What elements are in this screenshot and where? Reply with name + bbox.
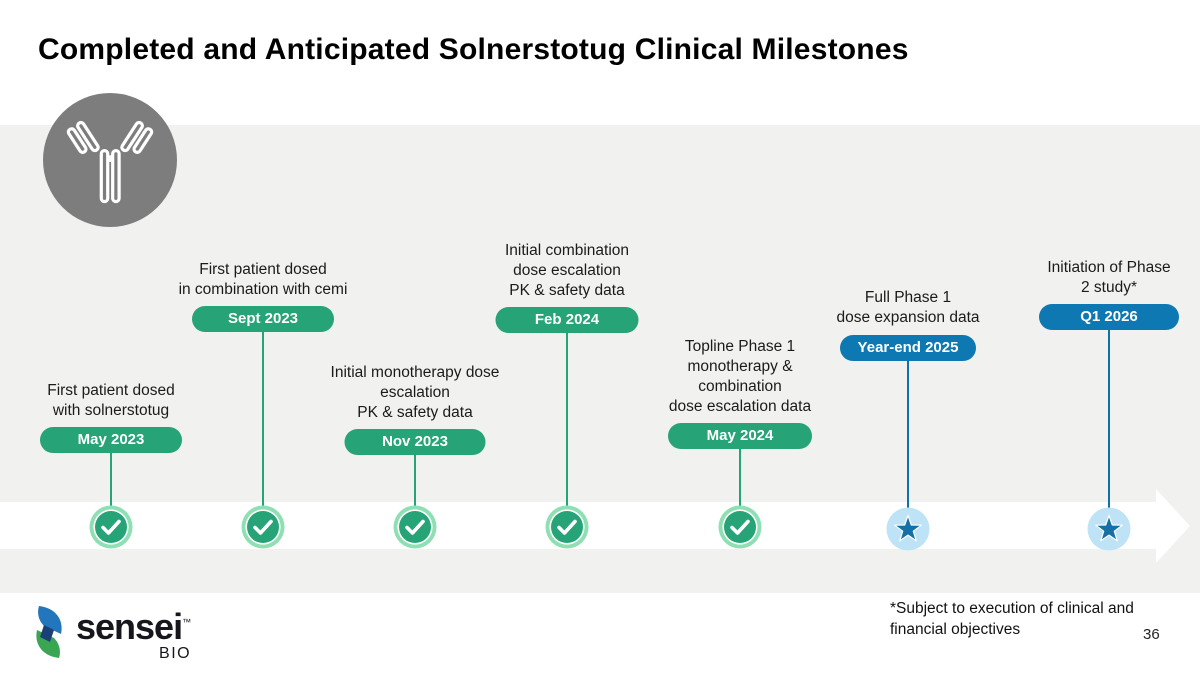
milestone-connector xyxy=(262,332,264,527)
milestone-marker xyxy=(393,505,437,549)
sensei-bio-logo: sensei™ BIO xyxy=(30,604,191,662)
milestone-connector xyxy=(566,333,568,527)
milestone-label: Initial monotherapy dose escalation PK &… xyxy=(330,364,500,421)
milestone-connector xyxy=(739,449,741,527)
milestone-label: Topline Phase 1 monotherapy & combinatio… xyxy=(668,338,812,415)
milestone-marker xyxy=(241,505,285,549)
milestone-marker xyxy=(718,505,762,549)
logo-tm: ™ xyxy=(182,617,192,627)
star-icon xyxy=(1087,507,1131,551)
milestone-connector xyxy=(907,361,909,529)
check-icon xyxy=(393,505,437,549)
sensei-logo-mark xyxy=(36,606,62,658)
logo-text: sensei™ BIO xyxy=(76,604,191,662)
milestone-label: Full Phase 1 dose expansion data xyxy=(836,289,980,326)
check-icon xyxy=(545,505,589,549)
milestone-marker xyxy=(886,507,930,551)
milestone-date-pill: Year-end 2025 xyxy=(840,335,976,361)
milestone-date-pill: Nov 2023 xyxy=(344,429,486,455)
milestone-date-pill: May 2023 xyxy=(40,427,182,453)
timeline-arrow-head xyxy=(1156,489,1190,563)
milestone-label: Initial combination dose escalation PK &… xyxy=(504,242,630,299)
milestone-label: First patient dosed with solnerstotug xyxy=(47,382,175,419)
milestone-date-pill: Sept 2023 xyxy=(192,306,334,332)
milestone-connector xyxy=(110,453,112,527)
page-title: Completed and Anticipated Solnerstotug C… xyxy=(38,33,909,66)
milestone-label: Initiation of Phase 2 study* xyxy=(1047,259,1171,296)
milestone-label: First patient dosed in combination with … xyxy=(178,261,348,298)
milestone-connector xyxy=(414,455,416,527)
footnote: *Subject to execution of clinical and fi… xyxy=(890,600,1134,638)
milestone-date-pill: May 2024 xyxy=(668,423,812,449)
milestone-marker xyxy=(545,505,589,549)
antibody-icon xyxy=(66,120,154,204)
milestone-date-pill: Feb 2024 xyxy=(495,307,639,333)
antibody-badge xyxy=(43,93,177,227)
logo-suffix: BIO xyxy=(159,645,192,662)
star-icon xyxy=(886,507,930,551)
milestone-connector xyxy=(1108,330,1110,529)
check-icon xyxy=(241,505,285,549)
check-icon xyxy=(718,505,762,549)
milestone-marker xyxy=(89,505,133,549)
milestone-marker xyxy=(1087,507,1131,551)
logo-brand: sensei™ xyxy=(76,606,192,647)
check-icon xyxy=(89,505,133,549)
page-number: 36 xyxy=(1143,626,1160,643)
milestone-date-pill: Q1 2026 xyxy=(1039,304,1179,330)
